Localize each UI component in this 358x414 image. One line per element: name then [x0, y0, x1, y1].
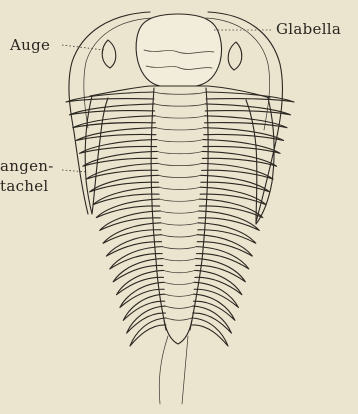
axial-ring — [157, 140, 204, 142]
pleural-spine-left — [69, 104, 154, 115]
axial-ring — [163, 259, 196, 261]
pleural-spine-left — [79, 140, 156, 154]
pleural-spine-left — [113, 259, 163, 282]
pleural-spine-right — [206, 92, 294, 102]
pleural-spine-right — [195, 270, 242, 294]
pleural-spine-left — [96, 199, 159, 218]
label-auge: Auge — [10, 38, 50, 53]
tail-spine-right — [182, 336, 188, 404]
pleural-spine-right — [199, 199, 262, 218]
eye-right — [228, 42, 242, 70]
pleural-spine-right — [192, 318, 228, 346]
axial-ring — [164, 282, 194, 284]
leader-wangenstachel — [62, 170, 88, 172]
leader-auge — [62, 45, 104, 50]
axial-ring — [162, 235, 198, 237]
pleural-spine-left — [66, 92, 154, 102]
axial-ring — [157, 151, 202, 153]
pleural-spine-left — [117, 270, 164, 294]
axis-right — [190, 88, 208, 330]
axial-ring — [155, 104, 206, 106]
pleural-spine-right — [201, 175, 270, 192]
pleural-spine-left — [130, 318, 166, 346]
axial-ring — [163, 270, 194, 272]
pleural-spine-left — [93, 187, 159, 205]
label-glabella: Glabella — [276, 22, 341, 37]
axial-ring — [155, 116, 204, 118]
label-wangenstachel-2: tachel — [0, 179, 49, 194]
axial-ring — [162, 247, 196, 249]
pleural-spine-right — [204, 128, 284, 141]
cephalon-base — [90, 86, 270, 98]
axial-ring — [165, 306, 192, 308]
axial-ring — [160, 211, 198, 213]
axial-ring — [161, 223, 198, 225]
pleural-spine-right — [193, 306, 232, 333]
pleural-spine-left — [127, 306, 166, 333]
label-wangenstachel-1: angen- — [0, 159, 54, 174]
pleural-spine-right — [205, 116, 288, 128]
axial-ring — [154, 92, 206, 94]
axial-ring — [156, 128, 204, 130]
glabella — [136, 14, 221, 86]
tail-spine-left — [159, 336, 168, 404]
pleural-spine-left — [90, 175, 159, 192]
pleural-spine-right — [203, 140, 280, 154]
axial-ring — [160, 199, 200, 201]
pleural-spine-left — [73, 116, 156, 128]
genal-spine-left — [85, 96, 108, 214]
pleural-spine-left — [76, 128, 156, 141]
axial-ring — [159, 187, 200, 189]
axial-ring — [158, 163, 202, 165]
axial-ring — [158, 175, 200, 177]
axis-left — [151, 88, 166, 330]
pleural-spine-right — [202, 163, 274, 179]
eye-left — [102, 40, 116, 68]
axial-ring — [165, 294, 194, 296]
axial-ring — [166, 318, 192, 320]
pleural-spine-right — [196, 259, 246, 282]
